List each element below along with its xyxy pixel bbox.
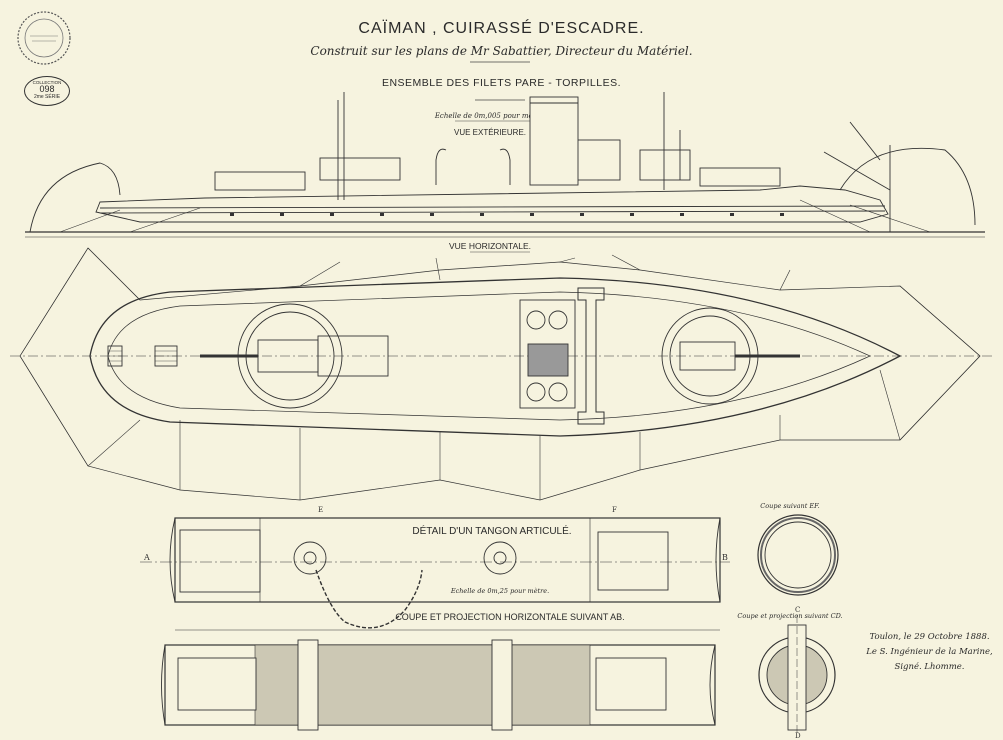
marker-b: B — [722, 553, 728, 562]
scale-note-detail: Echelle de 0m,25 pour mètre. — [450, 587, 550, 595]
signature-line3: Signé. Lhomme. — [894, 662, 965, 672]
collection-stamp: COLLECTION 098 2me SÉRIE — [24, 76, 70, 106]
coupe-title: COUPE ET PROJECTION HORIZONTALE SUIVANT … — [395, 612, 625, 622]
stamp-number: 098 — [39, 84, 55, 94]
view-exterior-label: VUE EXTÉRIEURE. — [453, 128, 526, 137]
marker-d: D — [795, 732, 801, 740]
signature-line2: Le S. Ingénieur de la Marine, — [866, 647, 993, 657]
section-ef-label: Coupe suivant EF. — [760, 502, 820, 510]
view-horizontal-label: VUE HORIZONTALE. — [448, 241, 532, 251]
section-cd-label: Coupe et projection suivant CD. — [737, 612, 843, 620]
signature-line1: Toulon, le 29 Octobre 1888. — [869, 632, 990, 642]
stamp-series: 2me SÉRIE — [33, 94, 61, 100]
drawing-subtitle: Construit sur les plans de Mr Sabattier,… — [310, 44, 693, 58]
drawing-title: CAÏMAN , CUIRASSÉ D'ESCADRE. — [358, 20, 645, 37]
marker-c: C — [795, 606, 800, 614]
scale-note-top: Echelle de 0m,005 pour mètre. — [434, 112, 546, 120]
marker-a: A — [143, 553, 150, 562]
marker-f: F — [612, 506, 617, 514]
section-title: ENSEMBLE DES FILETS PARE - TORPILLES. — [381, 77, 622, 89]
signature-block: Toulon, le 29 Octobre 1888. Le S. Ingéni… — [862, 630, 997, 675]
marker-e: E — [318, 506, 323, 514]
stamp-top-text: COLLECTION — [32, 80, 62, 85]
detail-title: DÉTAIL D'UN TANGON ARTICULÉ. — [412, 526, 572, 537]
